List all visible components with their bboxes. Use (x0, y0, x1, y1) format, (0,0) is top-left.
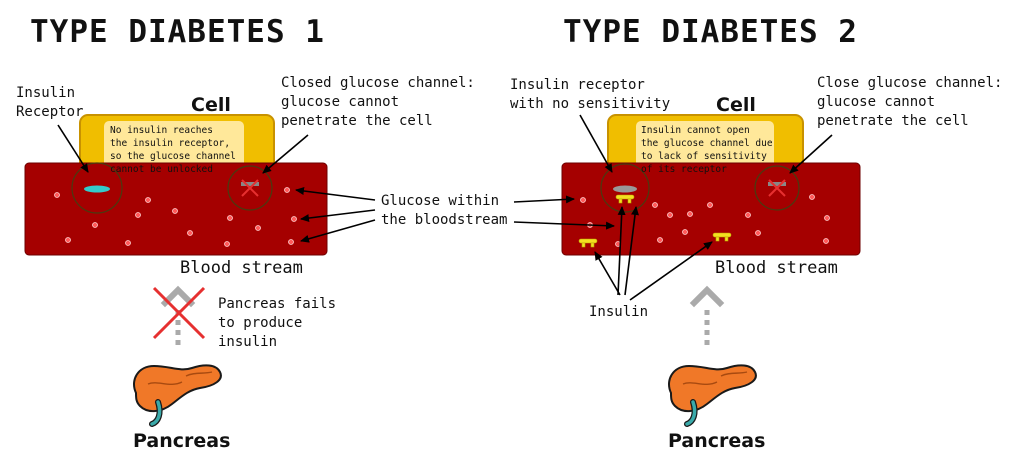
insulin-receptor-label: Insulin Receptor (16, 85, 84, 120)
pancreas-fails-label: Pancreas fails to produce insulin (218, 296, 337, 350)
left-glucose-dots (54, 187, 297, 247)
left-cell-note: No insulin reaches the insulin receptor,… (110, 125, 236, 175)
right-insulin-arrow (689, 285, 725, 345)
right-bloodstream (561, 162, 861, 256)
right-insulin-molecules (578, 232, 732, 248)
insulin-label: Insulin (589, 304, 649, 320)
left-annotation-arrows (57, 124, 376, 243)
glucose-bloodstream-label: Glucose within the bloodstream (381, 193, 508, 228)
close-channel-label: Close glucose channel: glucose cannot pe… (817, 75, 1003, 129)
left-title: TYPE DIABETES 1 (30, 14, 325, 50)
right-blood-stream-label: Blood stream (715, 258, 838, 278)
right-pancreas-organ (668, 364, 757, 427)
right-glucose-channel (754, 165, 800, 211)
left-pancreas-label: Pancreas (133, 430, 231, 452)
right-title: TYPE DIABETES 2 (563, 14, 858, 50)
right-cell-note: Insulin cannot open the glucose channel … (641, 125, 773, 175)
receptor-no-sensitivity-label: Insulin receptor with no sensitivity (510, 77, 671, 112)
right-annotation-arrows (513, 114, 833, 301)
left-glucose-channel (227, 165, 273, 211)
right-glucose-dots (580, 194, 830, 247)
left-pancreas-organ (133, 364, 222, 427)
left-blood-stream-label: Blood stream (180, 258, 303, 278)
closed-channel-label: Closed glucose channel: glucose cannot p… (281, 75, 475, 129)
left-cell-label: Cell (191, 94, 231, 116)
left-insulin-receptor (71, 162, 123, 214)
right-cell-label: Cell (716, 94, 756, 116)
left-blocked-insulin-arrow (152, 285, 206, 345)
right-pancreas-label: Pancreas (668, 430, 766, 452)
